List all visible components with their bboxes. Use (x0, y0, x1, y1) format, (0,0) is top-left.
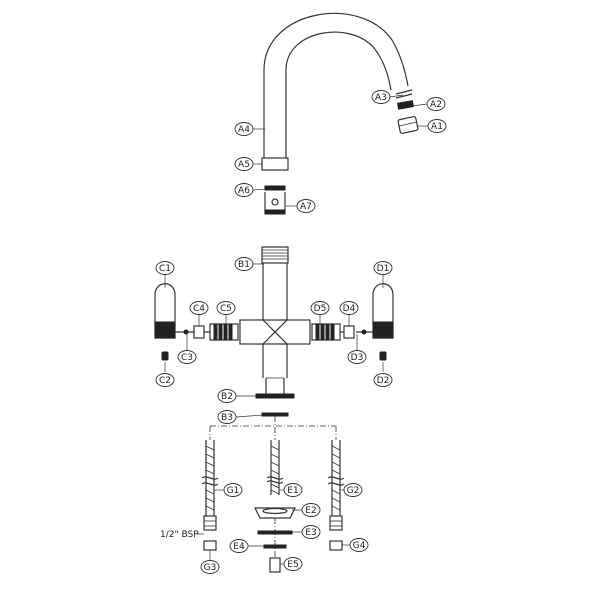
callout-d5: D5 (310, 301, 330, 315)
callout-a2: A2 (426, 97, 446, 111)
callout-d4: D4 (339, 301, 359, 315)
svg-text:C5: C5 (220, 304, 232, 314)
svg-text:E4: E4 (233, 542, 245, 552)
washer-g3 (203, 540, 217, 551)
washer-g4 (329, 540, 343, 551)
callout-a4: A4 (234, 122, 254, 136)
collar-a5 (261, 157, 289, 171)
svg-text:E5: E5 (287, 560, 298, 570)
callout-d3: D3 (347, 350, 367, 364)
callout-g2: G2 (343, 483, 363, 497)
handle-c1 (154, 283, 176, 339)
callout-d2: D2 (373, 373, 393, 387)
o-ring-a6 (264, 185, 286, 191)
cartridge-d5 (311, 323, 344, 341)
svg-text:C4: C4 (193, 304, 205, 314)
callout-c4: C4 (189, 301, 209, 315)
svg-text:G1: G1 (227, 486, 240, 496)
callout-b3: B3 (217, 410, 237, 424)
callout-a6: A6 (234, 183, 254, 197)
svg-text:A6: A6 (238, 186, 250, 196)
callout-e5: E5 (283, 557, 303, 571)
horseshoe-washer-e2 (254, 507, 296, 519)
callouts: A1 A2 A3 A4 A5 A6 A7 B1 (155, 90, 447, 574)
svg-text:A7: A7 (300, 202, 312, 212)
cartridge-c5 (204, 323, 239, 341)
svg-text:C2: C2 (159, 376, 171, 386)
spindle-c3 (175, 329, 194, 335)
spout-a4 (263, 12, 409, 158)
flexible-hose-g2 (327, 440, 345, 531)
svg-text:G2: G2 (347, 486, 360, 496)
svg-text:B3: B3 (221, 413, 233, 423)
spindle-d3 (356, 329, 373, 335)
callout-e1: E1 (283, 483, 303, 497)
svg-text:A1: A1 (431, 122, 443, 132)
flexible-hose-g1 (201, 440, 219, 531)
grub-screw-c2 (161, 351, 169, 361)
svg-text:D2: D2 (377, 376, 390, 386)
shroud-d4 (343, 325, 355, 339)
handle-d1 (372, 283, 394, 339)
svg-text:D5: D5 (314, 304, 327, 314)
callout-g1: G1 (223, 483, 243, 497)
svg-text:C3: C3 (181, 353, 193, 363)
svg-text:D1: D1 (377, 264, 390, 274)
svg-text:B2: B2 (221, 392, 233, 402)
callout-e3: E3 (301, 525, 321, 539)
svg-text:C1: C1 (159, 264, 171, 274)
callout-g4: G4 (349, 538, 369, 552)
svg-text:E2: E2 (305, 506, 316, 516)
svg-text:A4: A4 (238, 125, 250, 135)
callout-a7: A7 (296, 199, 316, 213)
washer-b3 (261, 412, 289, 417)
callout-c5: C5 (216, 301, 236, 315)
nut-e5 (269, 557, 281, 573)
callout-c2: C2 (155, 373, 175, 387)
threaded-rod-e1 (266, 440, 284, 495)
svg-text:B1: B1 (238, 260, 250, 270)
svg-text:G4: G4 (353, 541, 366, 551)
callout-d1: D1 (373, 261, 393, 275)
callout-a1: A1 (427, 119, 447, 133)
aerator-a2 (397, 100, 414, 110)
callout-g3: G3 (200, 560, 220, 574)
callout-e2: E2 (301, 503, 321, 517)
tap-body-b1 (239, 246, 311, 394)
svg-text:D4: D4 (343, 304, 356, 314)
svg-text:A3: A3 (375, 93, 387, 103)
shroud-c4 (193, 325, 205, 339)
svg-text:D3: D3 (351, 353, 364, 363)
grub-screw-d2 (379, 351, 387, 361)
aerator-a1 (397, 116, 419, 134)
svg-text:A5: A5 (238, 160, 250, 170)
callout-a5: A5 (234, 157, 254, 171)
bsp-note-text: 1/2" BSP (160, 530, 199, 540)
callout-b2: B2 (217, 389, 237, 403)
bsp-note: 1/2" BSP (160, 530, 204, 540)
svg-text:E3: E3 (305, 528, 316, 538)
svg-text:A2: A2 (430, 100, 442, 110)
svg-text:E1: E1 (287, 486, 298, 496)
callout-c3: C3 (177, 350, 197, 364)
grub-screw-a7 (264, 192, 286, 215)
callout-b1: B1 (234, 257, 254, 271)
washer-b2 (255, 393, 295, 399)
svg-text:G3: G3 (204, 563, 217, 573)
callout-a3: A3 (371, 90, 391, 104)
washer-e4 (263, 544, 287, 549)
aerator-a3 (395, 89, 413, 99)
washer-e3 (257, 530, 293, 535)
callout-e4: E4 (229, 539, 249, 553)
callout-c1: C1 (155, 261, 175, 275)
center-lines (209, 416, 337, 560)
